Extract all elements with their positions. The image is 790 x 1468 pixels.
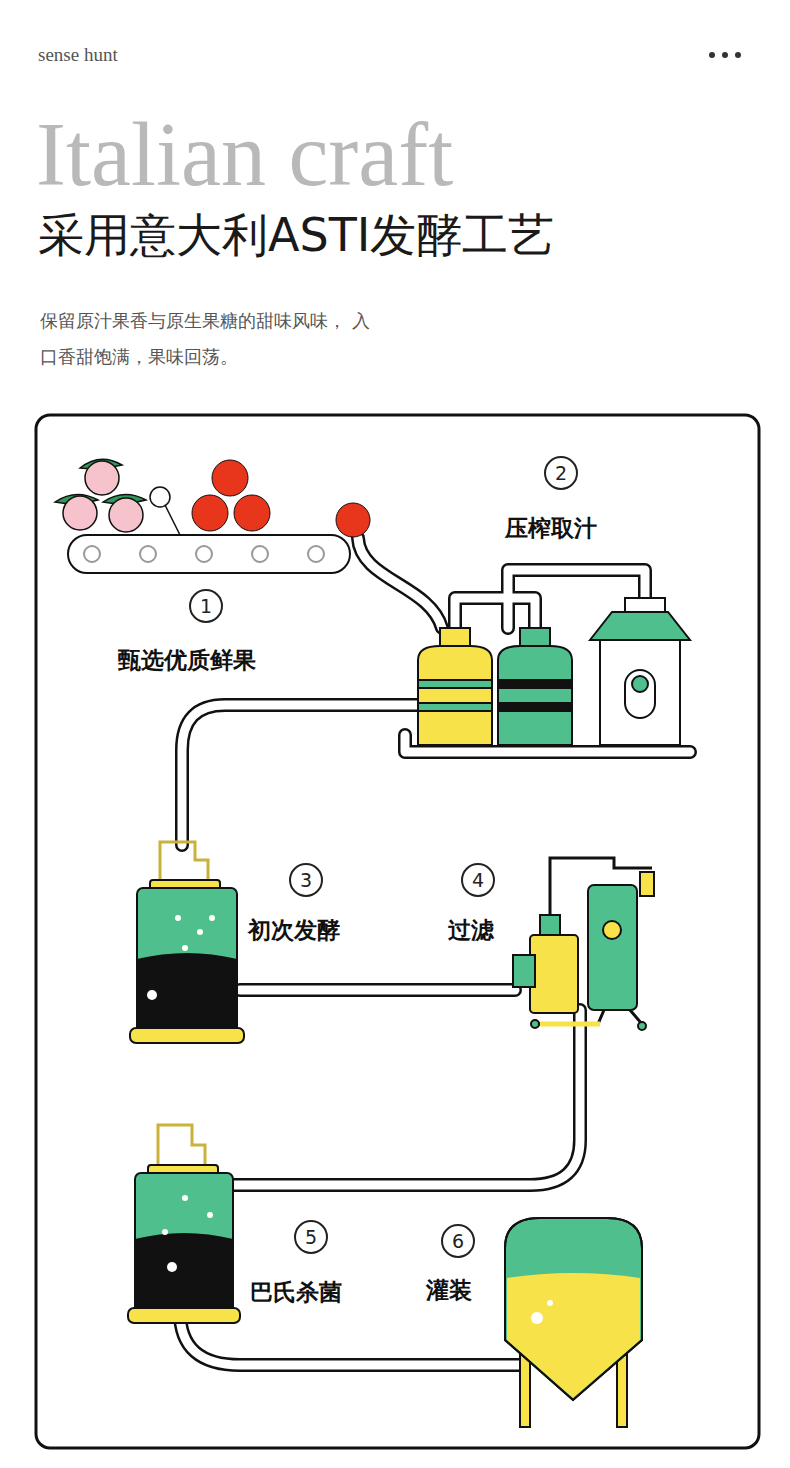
step-label: 巴氏杀菌 (250, 1277, 342, 1308)
flower (150, 487, 180, 535)
frame (36, 415, 759, 1448)
step-label: 灌装 (426, 1275, 472, 1306)
apples (192, 460, 370, 537)
step-label: 甄选优质鲜果 (118, 645, 256, 676)
filter-unit (513, 858, 654, 1030)
callout-number: 5 (294, 1220, 328, 1254)
menu-dots (709, 52, 741, 58)
press-equipment (418, 598, 690, 745)
brand-name: sense hunt (38, 44, 118, 66)
callout-number: 4 (461, 863, 495, 897)
callout-number: 3 (289, 863, 323, 897)
filling-tank (505, 1218, 642, 1427)
subtitle: 保留原汁果香与原生果糖的甜味风味， 入口香甜饱满，果味回荡。 (40, 303, 370, 375)
hero-heading: Italian craft (36, 100, 453, 210)
step-label: 过滤 (448, 915, 494, 946)
callout-number: 2 (544, 456, 578, 490)
callout-number: 6 (441, 1224, 475, 1258)
fermentation-tank (130, 842, 244, 1043)
peaches (55, 459, 146, 532)
callout-number: 1 (189, 589, 223, 623)
pasteurization-tank (128, 1125, 240, 1323)
step-label: 压榨取汁 (505, 513, 597, 544)
step-label: 初次发酵 (248, 915, 340, 946)
conveyor (68, 535, 350, 573)
page-title: 采用意大利ASTI发酵工艺 (38, 205, 554, 265)
